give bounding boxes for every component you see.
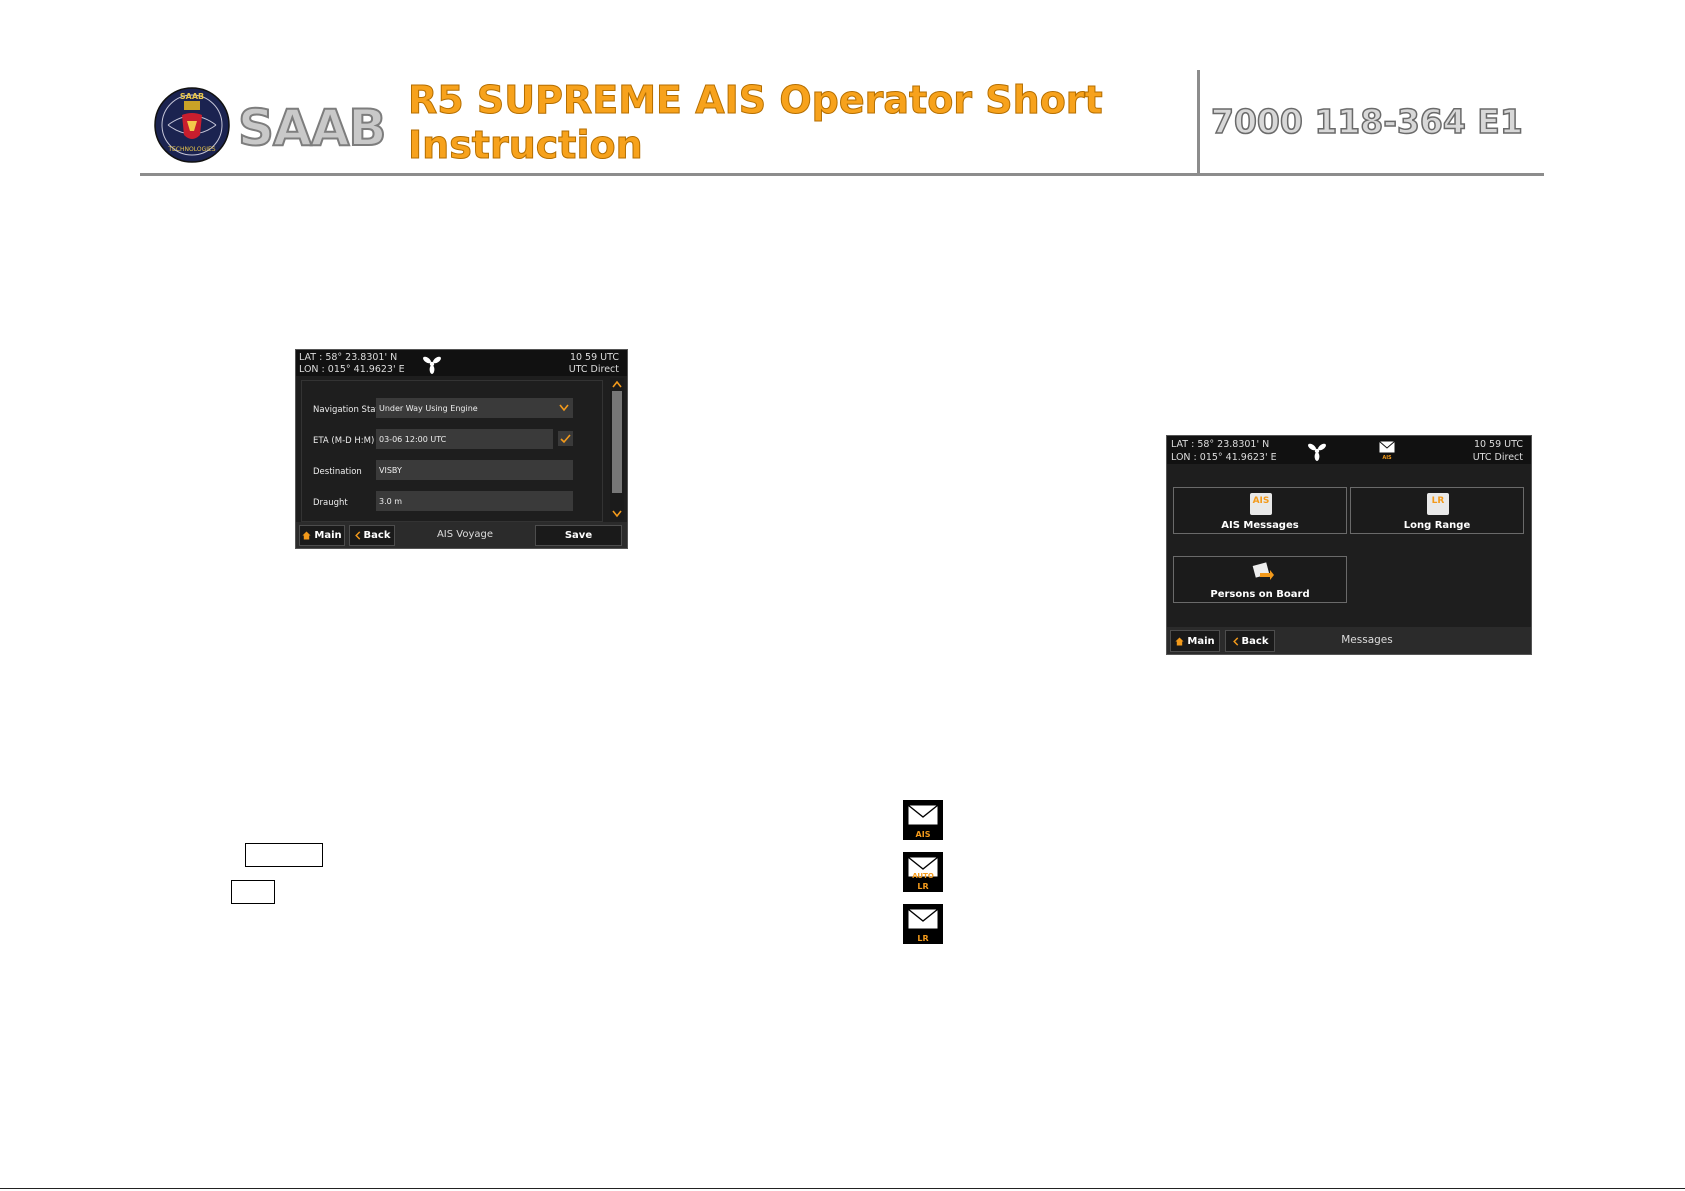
scrollbar[interactable] xyxy=(610,378,624,520)
main-button-label: Main xyxy=(314,530,342,541)
chevron-left-icon xyxy=(354,531,360,540)
tile-label: Long Range xyxy=(1403,520,1471,531)
back-button[interactable]: Back xyxy=(1225,630,1275,652)
auto-lr-message-icon: AUTO LR xyxy=(903,852,943,892)
longitude: LON : 015° 41.9623' E xyxy=(1171,452,1277,463)
latitude: LAT : 58° 23.8301' N xyxy=(299,352,398,363)
icon-label-top: AUTO xyxy=(912,872,934,880)
latitude: LAT : 58° 23.8301' N xyxy=(1171,439,1270,450)
eta-input[interactable]: 03-06 12:00 UTC xyxy=(376,429,553,449)
destination-input[interactable]: VISBY xyxy=(376,460,573,480)
document-title: R5 SUPREME AIS Operator Short Instructio… xyxy=(408,78,1104,168)
field-label: Destination xyxy=(313,467,362,477)
field-value: 3.0 m xyxy=(379,496,403,506)
saab-wordmark: SAAB xyxy=(237,98,388,158)
chevron-up-icon[interactable] xyxy=(612,380,622,388)
icon-text: LR xyxy=(1431,496,1445,506)
envelope-icon xyxy=(907,856,939,878)
seal-top-text: SAAB xyxy=(179,92,205,101)
icon-text: AIS xyxy=(1252,496,1270,506)
tile-label: AIS Messages xyxy=(1221,520,1299,531)
button-bar: Main Back AIS Voyage Save xyxy=(296,522,627,548)
save-button[interactable]: Save xyxy=(535,525,622,546)
icon-label: LR xyxy=(917,882,929,891)
screen-title: Messages xyxy=(1341,634,1393,646)
voyage-form: Navigation Status Under Way Using Engine… xyxy=(301,380,603,522)
chevron-down-icon[interactable] xyxy=(612,510,622,518)
utc-time: 10 59 UTC xyxy=(1473,439,1523,450)
document-number: 7000 118-364 E1 xyxy=(1210,101,1523,142)
navigation-status-select[interactable]: Under Way Using Engine xyxy=(376,398,573,418)
main-button[interactable]: Main xyxy=(299,525,345,546)
reference-box xyxy=(231,880,275,904)
envelope-icon xyxy=(907,804,939,826)
propeller-icon xyxy=(1308,443,1326,461)
lr-message-icon: LR xyxy=(903,904,943,944)
back-button-label: Back xyxy=(363,530,391,541)
chevron-down-icon xyxy=(559,404,569,412)
screen-title: AIS Voyage xyxy=(436,529,494,540)
reference-box xyxy=(245,843,323,867)
field-value: 03-06 12:00 UTC xyxy=(379,434,447,444)
back-button-label: Back xyxy=(1241,635,1269,647)
field-label: Draught xyxy=(313,498,348,508)
field-value: Under Way Using Engine xyxy=(379,403,478,413)
footer-rule xyxy=(0,1188,1685,1189)
field-label: ETA (M-D H:M) xyxy=(313,436,375,446)
saab-seal-logo xyxy=(154,87,230,163)
long-range-tile[interactable]: LR Long Range xyxy=(1350,487,1524,534)
time-source: UTC Direct xyxy=(568,364,619,375)
header-rule xyxy=(140,173,1544,176)
utc-time: 10 59 UTC xyxy=(569,352,619,363)
scrollbar-thumb[interactable] xyxy=(612,391,622,493)
main-button-label: Main xyxy=(1187,635,1215,647)
ais-messages-tile[interactable]: AIS AIS Messages xyxy=(1173,487,1347,534)
button-bar: Main Back Messages xyxy=(1167,627,1531,654)
ais-voyage-screen: LAT : 58° 23.8301' N LON : 015° 41.9623'… xyxy=(295,349,628,549)
status-bar: LAT : 58° 23.8301' N LON : 015° 41.9623'… xyxy=(296,350,627,376)
draught-input[interactable]: 3.0 m xyxy=(376,491,573,511)
propeller-icon xyxy=(423,356,441,374)
envelope-icon xyxy=(1379,441,1395,453)
status-bar: LAT : 58° 23.8301' N LON : 015° 41.9623'… xyxy=(1167,436,1531,464)
messages-screen: LAT : 58° 23.8301' N LON : 015° 41.9623'… xyxy=(1166,435,1532,655)
check-icon xyxy=(560,434,571,444)
home-icon xyxy=(302,531,311,540)
icon-label: LR xyxy=(917,934,929,943)
eta-checkbox[interactable] xyxy=(558,431,573,446)
icon-label: AIS xyxy=(915,830,931,839)
header-divider xyxy=(1197,70,1200,174)
persons-on-board-tile[interactable]: Persons on Board xyxy=(1173,556,1347,603)
seal-bottom-text: TECHNOLOGIES xyxy=(168,146,216,153)
send-document-icon xyxy=(1252,562,1274,580)
save-button-label: Save xyxy=(564,530,593,541)
time-source: UTC Direct xyxy=(1472,452,1523,463)
envelope-icon xyxy=(907,908,939,930)
tile-label: Persons on Board xyxy=(1210,589,1310,600)
back-button[interactable]: Back xyxy=(349,525,395,546)
longitude: LON : 015° 41.9623' E xyxy=(299,364,405,375)
lr-document-icon: LR xyxy=(1427,493,1449,515)
ais-document-icon: AIS xyxy=(1250,493,1272,515)
ais-message-indicator[interactable]: AIS xyxy=(1377,439,1397,463)
field-value: VISBY xyxy=(379,465,402,475)
indicator-label: AIS xyxy=(1382,455,1392,461)
ais-message-icon: AIS xyxy=(903,800,943,840)
main-button[interactable]: Main xyxy=(1170,630,1220,652)
chevron-left-icon xyxy=(1232,636,1238,646)
field-label: Navigation Status xyxy=(313,405,389,415)
home-icon xyxy=(1175,636,1184,646)
